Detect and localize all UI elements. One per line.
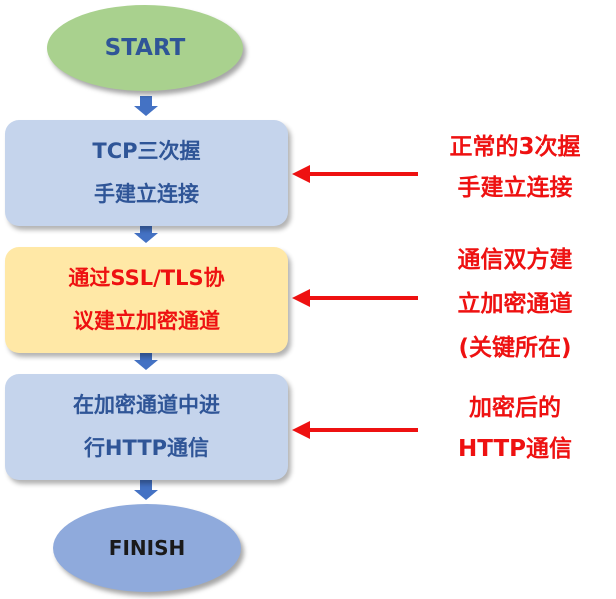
note2-line-3: (关键所在) bbox=[458, 335, 572, 361]
step1-line-2: 手建立连接 bbox=[94, 182, 199, 206]
step-ssl-tls-channel: 通过SSL/TLS协 议建立加密通道 bbox=[5, 247, 288, 353]
step3-line-2: 行HTTP通信 bbox=[83, 436, 210, 460]
red-arrow-note2-head bbox=[292, 289, 310, 307]
start-label: START bbox=[104, 35, 186, 61]
start-node: START bbox=[47, 5, 243, 91]
step2-line-1: 通过SSL/TLS协 bbox=[68, 266, 225, 290]
note1-line-1: 正常的3次握 bbox=[449, 134, 581, 160]
note2-line-1: 通信双方建 bbox=[457, 247, 573, 273]
down-arrow-start-step1 bbox=[134, 96, 158, 116]
down-arrow-step3-finish bbox=[134, 480, 158, 500]
note3-line-1: 加密后的 bbox=[469, 395, 561, 421]
note-encrypted-http: 加密后的 HTTP通信 bbox=[425, 388, 605, 470]
step-tcp-handshake: TCP三次握 手建立连接 bbox=[5, 120, 288, 226]
down-arrow-step1-step2 bbox=[134, 226, 158, 243]
note-normal-handshake: 正常的3次握 手建立连接 bbox=[425, 127, 605, 209]
note1-line-2: 手建立连接 bbox=[457, 175, 573, 201]
step3-line-1: 在加密通道中进 bbox=[73, 393, 220, 417]
step1-line-1: TCP三次握 bbox=[92, 139, 201, 163]
note3-line-2: HTTP通信 bbox=[457, 436, 572, 462]
step-http-communication: 在加密通道中进 行HTTP通信 bbox=[5, 374, 288, 480]
note2-line-2: 立加密通道 bbox=[457, 291, 573, 317]
finish-node: FINISH bbox=[53, 504, 241, 592]
red-arrow-note1-head bbox=[292, 165, 310, 183]
down-arrow-step2-step3 bbox=[134, 353, 158, 370]
step2-line-2: 议建立加密通道 bbox=[73, 309, 220, 333]
note-encrypted-channel: 通信双方建 立加密通道 (关键所在) bbox=[425, 238, 605, 370]
finish-label: FINISH bbox=[108, 536, 186, 560]
red-arrow-note3-head bbox=[292, 421, 310, 439]
